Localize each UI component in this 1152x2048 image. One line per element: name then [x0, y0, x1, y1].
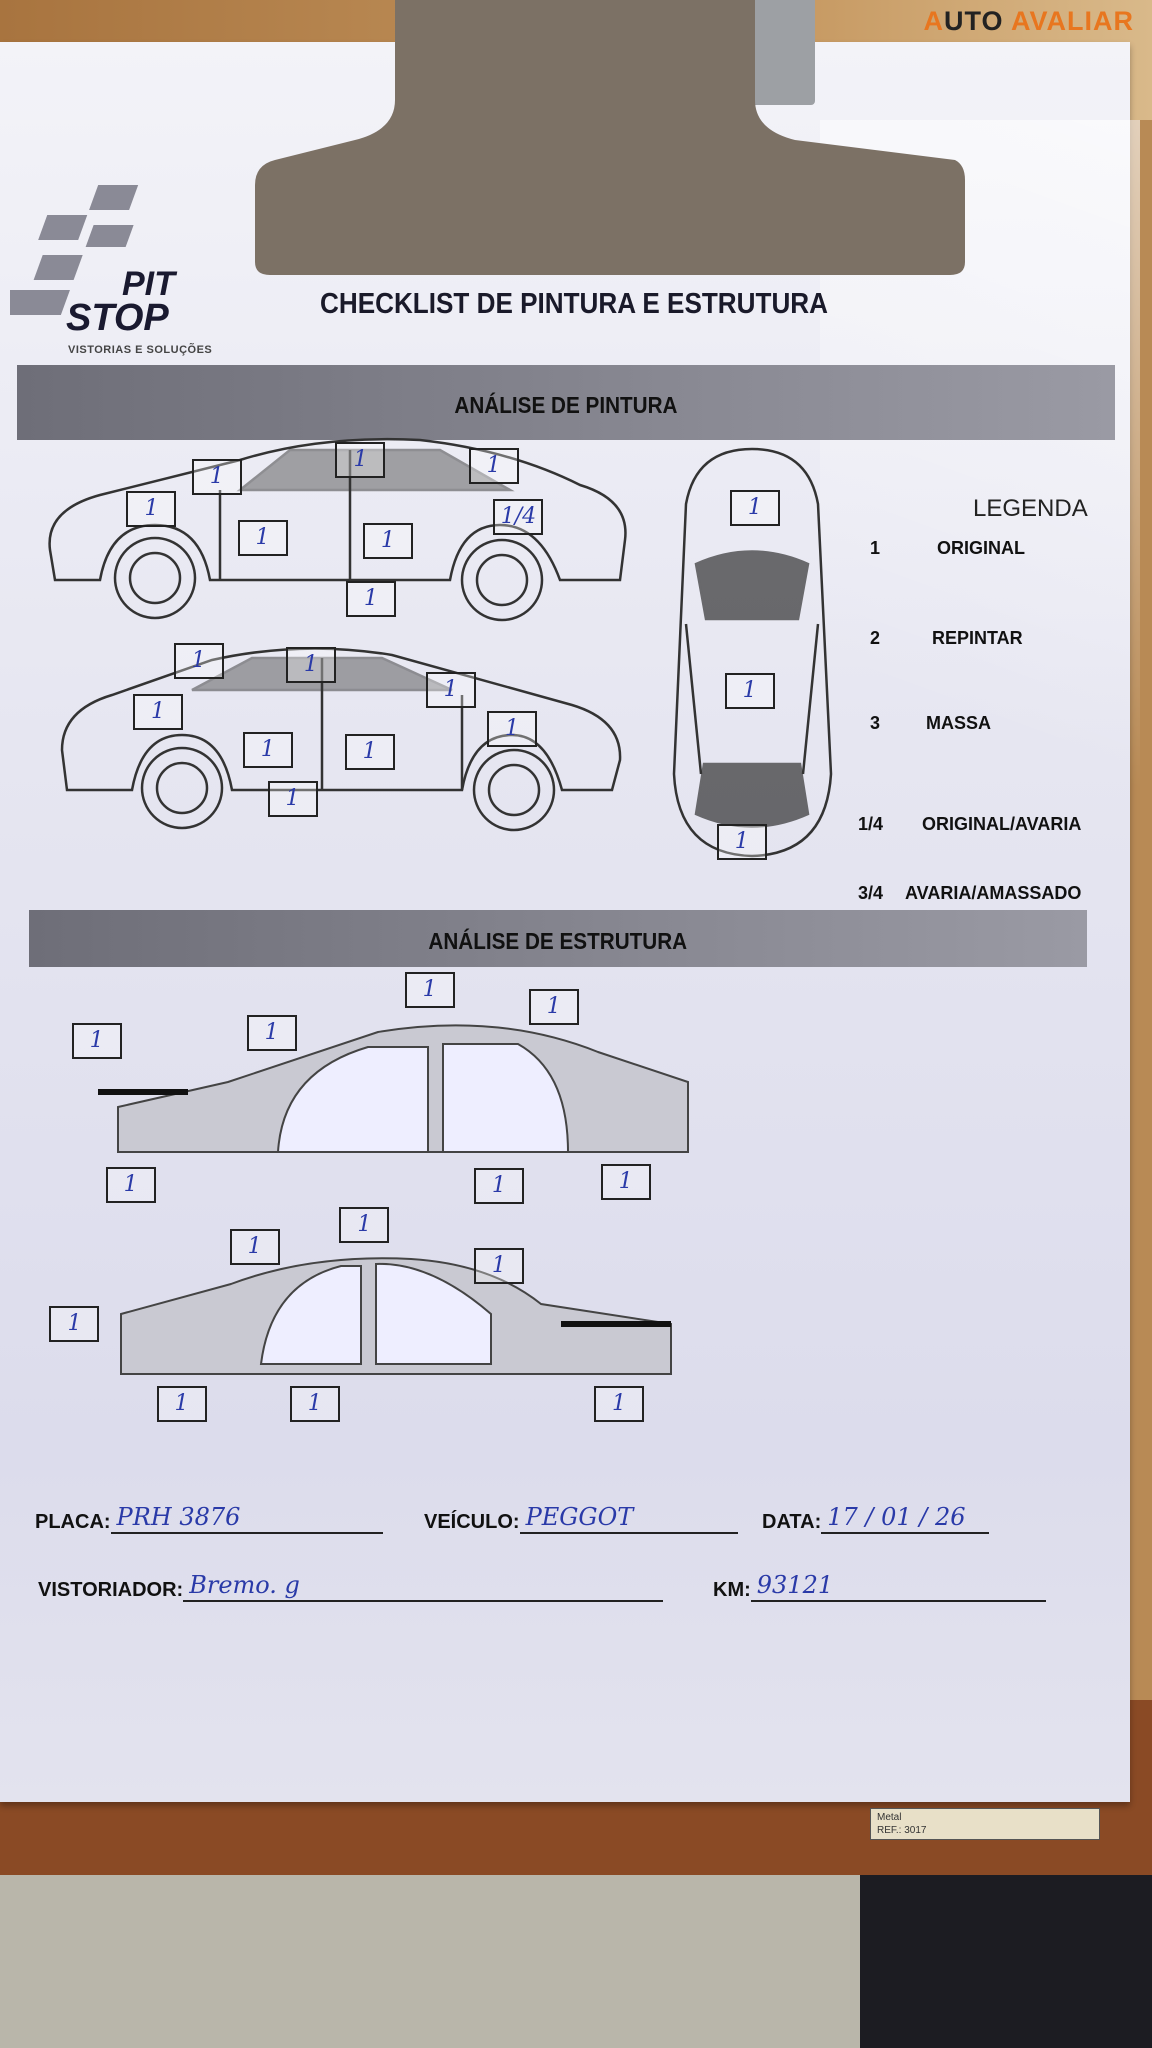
logo-text: PIT	[122, 265, 175, 303]
mark-box[interactable]: 1	[345, 581, 396, 618]
paint-section-header: ANÁLISE DE PINTURA	[17, 365, 1115, 440]
mark-box[interactable]: 1	[237, 520, 288, 557]
mark-box[interactable]: 1	[267, 781, 318, 818]
mark-box[interactable]: 1	[105, 1166, 156, 1203]
legend-label: ORIGINAL/AVARIA	[922, 814, 1082, 834]
pit-stop-logo: PIT STOP VISTORIAS E SOLUÇÕES	[10, 180, 240, 360]
watermark-logo: AUTO AVALIAR	[923, 6, 1134, 36]
vistoriador-field: VISTORIADOR:Bremo. g	[38, 1570, 664, 1602]
field-label: VISTORIADOR:	[38, 1579, 184, 1601]
structure-section-header: ANÁLISE DE ESTRUTURA	[29, 910, 1087, 967]
field-label: VEÍCULO:	[424, 1511, 520, 1533]
mark-box[interactable]: 1	[133, 693, 184, 730]
legend-code: 1/4	[858, 814, 884, 834]
mark-box[interactable]: 1	[528, 988, 579, 1025]
mark-box[interactable]: 1	[191, 458, 242, 495]
car-top-view	[672, 447, 833, 858]
legend-code: 2	[870, 628, 881, 648]
mark-box[interactable]: 1	[71, 1022, 122, 1059]
mark-box[interactable]: 1	[289, 1385, 340, 1422]
mark-box[interactable]: 1	[425, 671, 476, 708]
mark-box[interactable]: 1	[716, 824, 767, 861]
mark-box[interactable]: 1	[600, 1163, 651, 1200]
mark-box[interactable]: 1/4	[493, 499, 544, 536]
mark-box[interactable]: 1	[468, 448, 519, 485]
veiculo-field: VEÍCULO:PEGGOT	[424, 1502, 738, 1534]
mark-box[interactable]: 1	[173, 642, 224, 679]
car-side-view-right	[48, 437, 627, 622]
mark-box[interactable]: 1	[486, 710, 537, 747]
legend-label: REPINTAR	[932, 628, 1023, 648]
legend-label: MASSA	[926, 713, 992, 733]
mark-box[interactable]: 1	[362, 522, 413, 559]
logo-text: STOP	[66, 297, 169, 339]
mark-box[interactable]: 1	[242, 731, 293, 768]
legend-code: 3/4	[858, 883, 884, 903]
placa-input[interactable]: PRH 3876	[110, 1502, 383, 1534]
checkered-flag-icon	[10, 185, 139, 315]
mark-box[interactable]: 1	[156, 1385, 207, 1422]
field-label: DATA:	[762, 1511, 822, 1533]
legend-label: ORIGINAL	[937, 538, 1025, 558]
body-frame-lower	[120, 1257, 672, 1375]
mark-box[interactable]: 1	[729, 490, 780, 527]
mark-box[interactable]: 1	[285, 646, 336, 683]
placa-field: PLACA:PRH 3876	[35, 1502, 383, 1534]
background-dark	[860, 1875, 1152, 2048]
km-input[interactable]: 93121	[750, 1570, 1046, 1602]
mark-box[interactable]: 1	[246, 1015, 297, 1052]
km-field: KM:93121	[713, 1570, 1046, 1602]
legend-code: 3	[870, 713, 881, 733]
tag-line: Metal	[877, 1812, 902, 1823]
mark-box[interactable]: 1	[335, 441, 386, 478]
mark-box[interactable]: 1	[344, 734, 395, 771]
mark-box[interactable]: 1	[473, 1247, 524, 1284]
data-field: DATA:17 / 01 / 26	[762, 1502, 990, 1534]
veiculo-input[interactable]: PEGGOT	[519, 1502, 738, 1534]
body-frame-upper	[98, 1024, 689, 1153]
field-label: PLACA:	[35, 1511, 111, 1533]
mark-box[interactable]: 1	[126, 491, 177, 528]
section-title: ANÁLISE DE ESTRUTURA	[428, 928, 688, 954]
mark-box[interactable]: 1	[594, 1385, 645, 1422]
logo-tagline: VISTORIAS E SOLUÇÕES	[68, 344, 213, 356]
section-title: ANÁLISE DE PINTURA	[454, 392, 678, 418]
mark-box[interactable]: 1	[229, 1229, 280, 1266]
legend-label: AVARIA/AMASSADO	[905, 883, 1082, 903]
tag-line: REF.: 3017	[877, 1825, 927, 1836]
data-input[interactable]: 17 / 01 / 26	[821, 1502, 990, 1534]
mark-box[interactable]: 1	[724, 672, 775, 709]
legend-title: LEGENDA	[973, 495, 1088, 522]
legend-code: 1	[870, 538, 881, 558]
vistoriador-input[interactable]: Bremo. g	[183, 1570, 664, 1602]
mark-box[interactable]: 1	[473, 1167, 524, 1204]
mark-box[interactable]: 1	[339, 1207, 390, 1244]
field-label: KM:	[713, 1579, 751, 1601]
car-side-view-left	[60, 647, 622, 832]
page-title: CHECKLIST DE PINTURA E ESTRUTURA	[320, 288, 829, 320]
mark-box[interactable]: 1	[49, 1306, 100, 1343]
clipboard-clip	[255, 0, 965, 275]
mark-box[interactable]: 1	[404, 971, 455, 1008]
